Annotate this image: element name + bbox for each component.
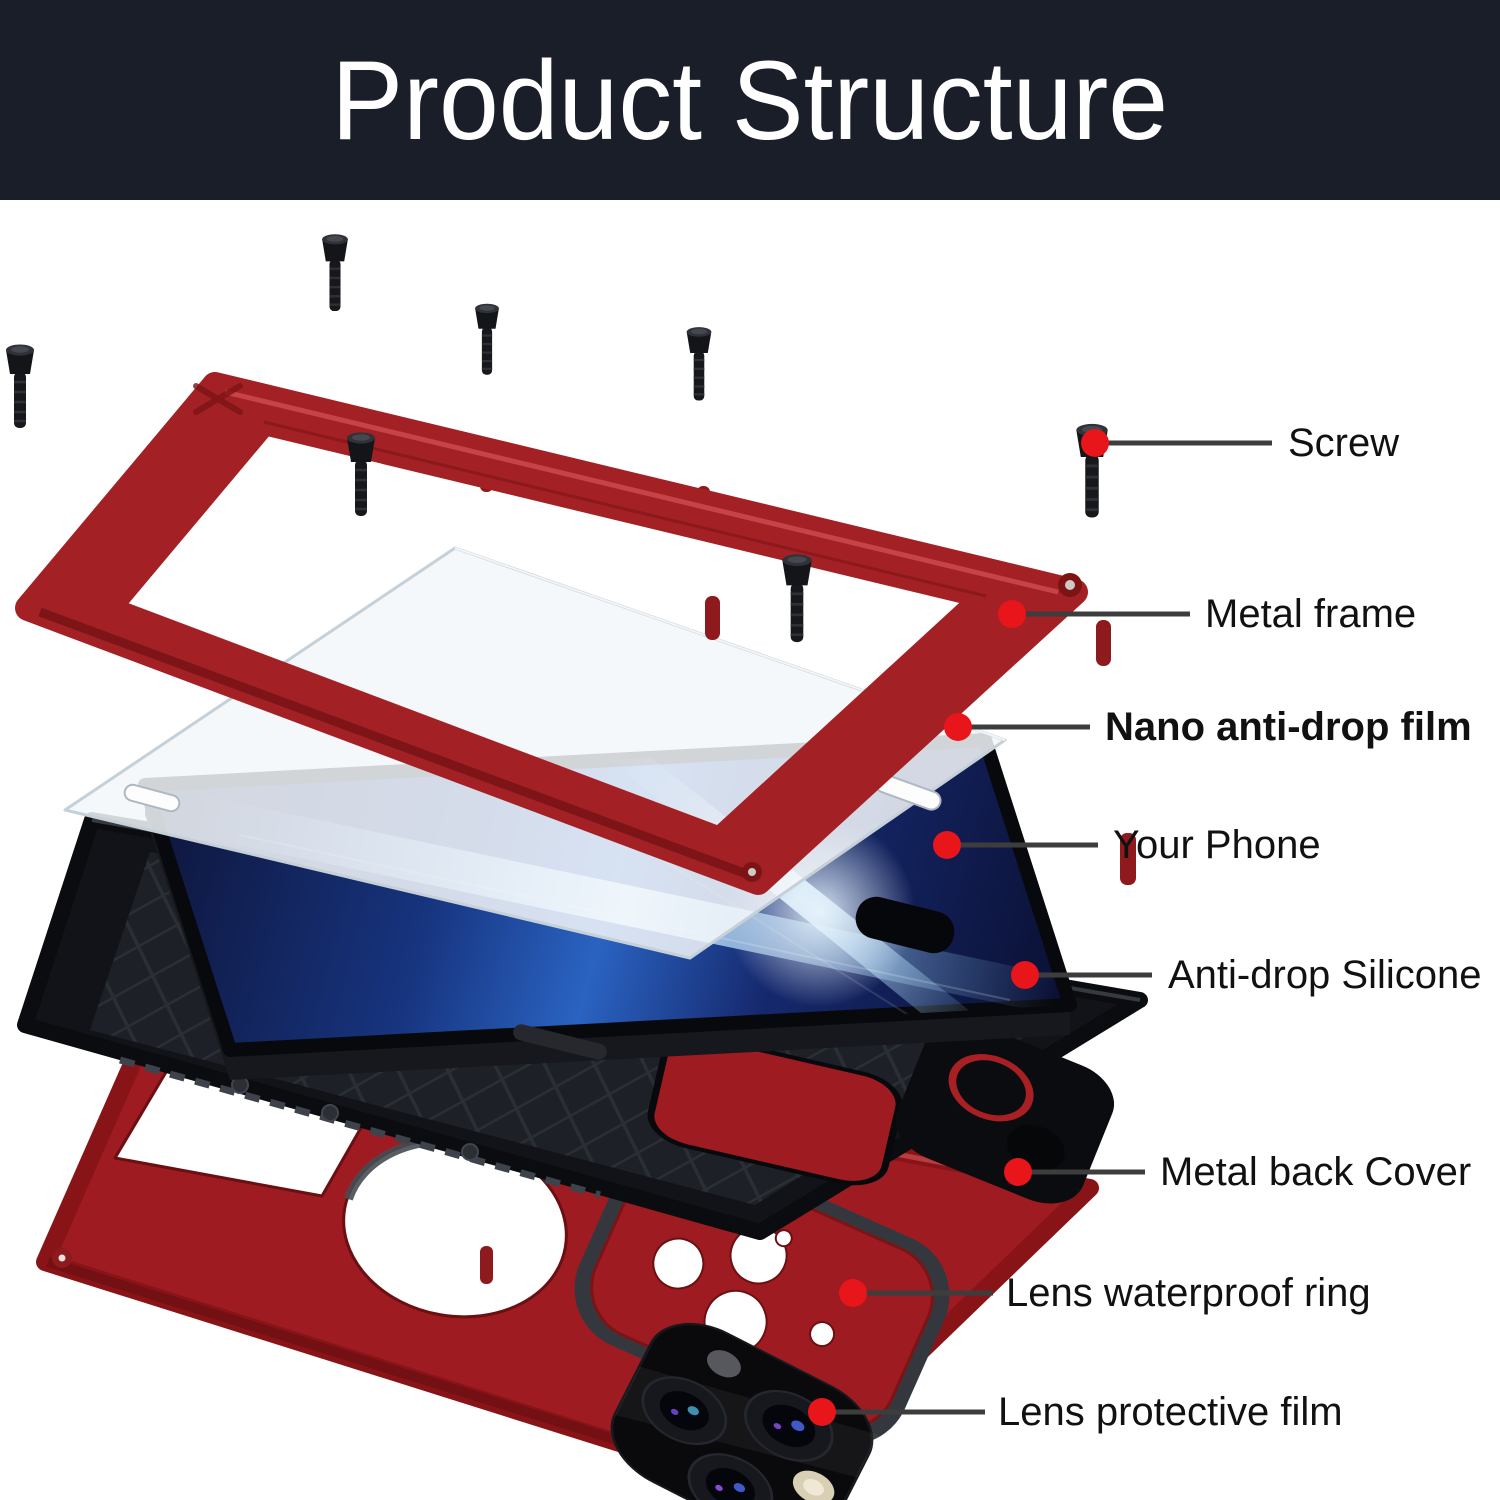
callout-dots <box>808 429 1109 1426</box>
lens-protective-film <box>610 1322 879 1500</box>
label-nano-film: Nano anti-drop film <box>1105 705 1472 749</box>
label-screw: Screw <box>1288 421 1400 465</box>
silicone-camera-recess <box>895 1020 1115 1204</box>
label-silicone: Anti-drop Silicone <box>1168 953 1482 997</box>
leader-lines <box>822 440 1272 1415</box>
label-metal-frame: Metal frame <box>1205 592 1417 636</box>
title-bar: Product Structure <box>0 0 1500 200</box>
label-lens-ring: Lens waterproof ring <box>1006 1271 1371 1315</box>
label-your-phone: Your Phone <box>1113 823 1321 867</box>
page-title: Product Structure <box>331 37 1169 163</box>
label-back-cover: Metal back Cover <box>1160 1150 1472 1194</box>
phone-notch <box>855 896 955 954</box>
label-lens-film: Lens protective film <box>998 1390 1343 1434</box>
metal-frame <box>15 372 1136 895</box>
